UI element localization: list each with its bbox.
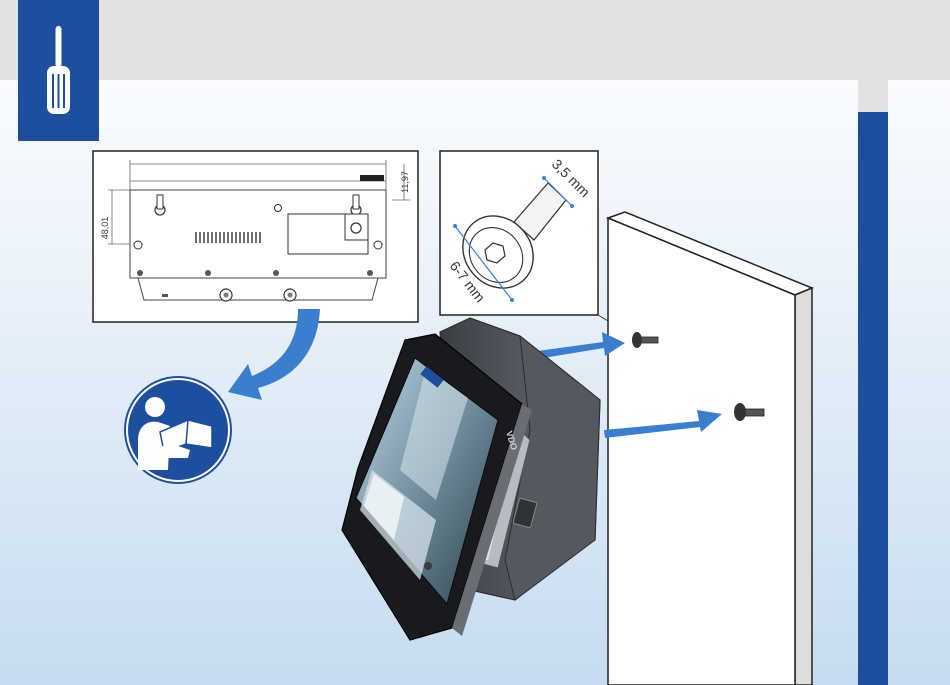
read-manual-icon: [124, 376, 232, 484]
screwdriver-icon: [18, 0, 99, 141]
offset-dimension-label: 11,97: [400, 171, 410, 193]
dimension-drawing: 48,01 11,97: [93, 151, 418, 322]
height-dimension-label: 48,01: [100, 217, 110, 240]
screw-detail-box: 3,5 mm 6-7 mm: [440, 151, 598, 315]
header-band: [0, 0, 950, 80]
wall-panel: [608, 212, 812, 685]
right-gutter: [858, 80, 888, 112]
section-sidebar: [858, 112, 888, 685]
